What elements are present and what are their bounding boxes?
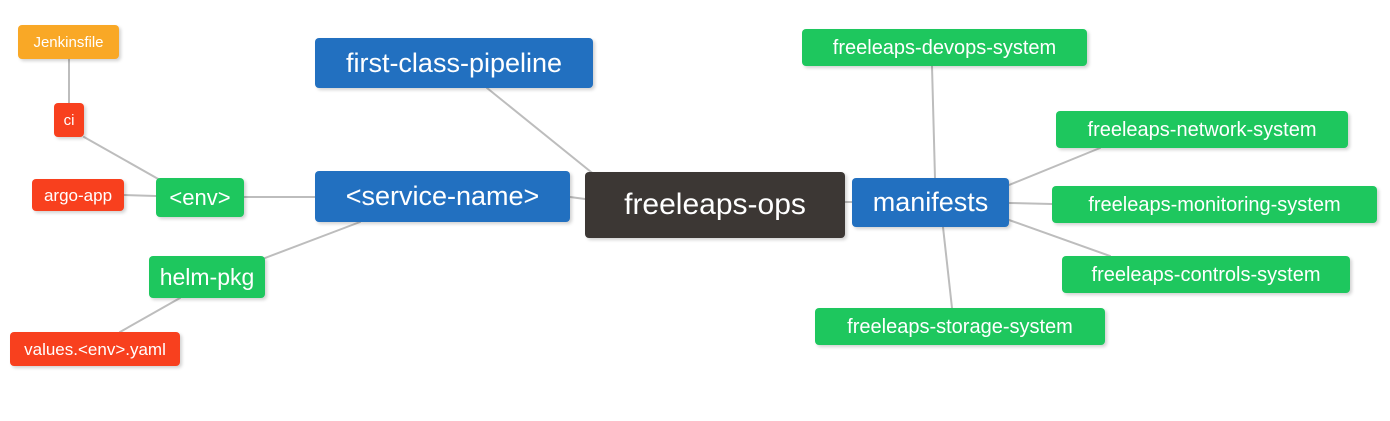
edge-env-to-ci [83, 136, 161, 181]
node-freeleaps-devops-system[interactable]: freeleaps-devops-system [802, 29, 1087, 66]
node-label-manifests: manifests [872, 187, 989, 217]
edge-env-to-argo-app [123, 194, 157, 197]
node-label-env: <env> [169, 184, 231, 210]
node-label-argo-app: argo-app [43, 185, 113, 205]
node-label-freeleaps-controls-system: freeleaps-controls-system [1091, 263, 1321, 286]
node-helm-pkg[interactable]: helm-pkg [149, 256, 265, 298]
edge-manifests-to-freeleaps-network-system [1008, 147, 1101, 186]
node-freeleaps-monitoring-system[interactable]: freeleaps-monitoring-system [1052, 186, 1377, 223]
node-freeleaps-storage-system[interactable]: freeleaps-storage-system [815, 308, 1105, 345]
node-label-jenkinsfile: Jenkinsfile [33, 33, 104, 51]
edge-manifests-to-freeleaps-storage-system [942, 226, 953, 309]
node-freeleaps-controls-system[interactable]: freeleaps-controls-system [1062, 256, 1350, 293]
node-ci[interactable]: ci [54, 103, 84, 137]
node-root[interactable]: freeleaps-ops [585, 172, 845, 238]
node-freeleaps-network-system[interactable]: freeleaps-network-system [1056, 111, 1348, 148]
node-label-root: freeleaps-ops [624, 188, 806, 221]
edge-manifests-to-freeleaps-monitoring-system [1008, 202, 1053, 205]
node-label-freeleaps-monitoring-system: freeleaps-monitoring-system [1088, 193, 1341, 216]
edge-manifests-to-freeleaps-devops-system [931, 65, 936, 179]
edge-helm-pkg-to-values-env-yaml [119, 297, 181, 333]
node-label-freeleaps-storage-system: freeleaps-storage-system [847, 315, 1073, 338]
node-first-class-pipeline[interactable]: first-class-pipeline [315, 38, 593, 88]
node-label-values-env-yaml: values.<env>.yaml [24, 339, 166, 359]
node-label-ci: ci [63, 111, 75, 129]
node-label-freeleaps-network-system: freeleaps-network-system [1087, 118, 1317, 141]
edge-manifests-to-freeleaps-controls-system [1008, 219, 1111, 257]
node-argo-app[interactable]: argo-app [32, 179, 124, 211]
node-jenkinsfile[interactable]: Jenkinsfile [18, 25, 119, 59]
node-label-freeleaps-devops-system: freeleaps-devops-system [832, 36, 1057, 59]
node-label-helm-pkg: helm-pkg [159, 263, 255, 290]
node-manifests[interactable]: manifests [852, 178, 1009, 227]
node-label-service-name: <service-name> [345, 181, 540, 211]
edge-root-to-first-class-pipeline [486, 87, 597, 177]
node-service-name[interactable]: <service-name> [315, 171, 570, 222]
node-label-first-class-pipeline: first-class-pipeline [345, 47, 563, 78]
node-env[interactable]: <env> [156, 178, 244, 217]
edge-service-name-to-helm-pkg [264, 221, 361, 259]
edge-root-to-service-name [569, 196, 586, 200]
node-values-env-yaml[interactable]: values.<env>.yaml [10, 332, 180, 366]
